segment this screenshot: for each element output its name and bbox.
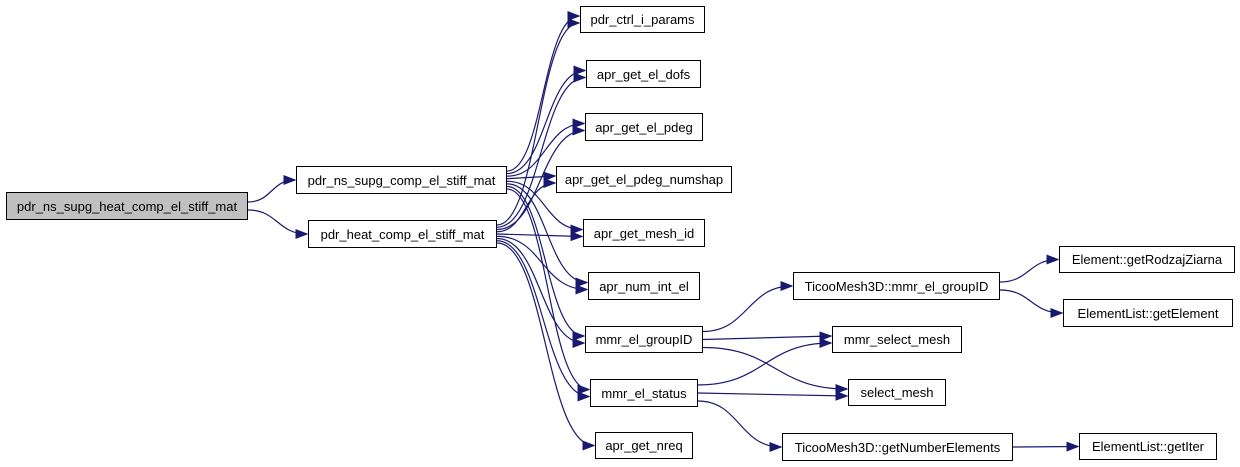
edge-pdr_heat_comp_el_stiff_mat-to-apr_get_mesh_id bbox=[496, 231, 584, 242]
edge-mmr_el_groupID-to-TicooMesh3D_mmr_el_groupID bbox=[702, 281, 794, 333]
node-label: ElementList::getElement bbox=[1077, 305, 1219, 321]
node-apr_get_nreq[interactable]: apr_get_nreq bbox=[595, 432, 693, 459]
edge-TicooMesh3D_mmr_el_groupID-to-Element_getRodzajZiarna bbox=[999, 254, 1060, 283]
node-apr_num_int_el[interactable]: apr_num_int_el bbox=[588, 272, 700, 300]
edge-pdr_ns_supg_comp_el_stiff_mat-to-apr_num_int_el bbox=[506, 183, 589, 288]
node-label: Element::getRodzajZiarna bbox=[1071, 252, 1223, 267]
node-label: select_mesh bbox=[860, 385, 934, 400]
edge-mmr_el_groupID-to-mmr_select_mesh bbox=[702, 331, 833, 342]
edge-pdr_heat_comp_el_stiff_mat-to-mmr_el_status bbox=[496, 240, 591, 402]
node-label: apr_get_el_pdeg bbox=[595, 119, 693, 135]
node-mmr_select_mesh[interactable]: mmr_select_mesh bbox=[832, 326, 962, 353]
node-pdr_ctrl_i_params[interactable]: pdr_ctrl_i_params bbox=[580, 6, 705, 33]
edge-mmr_el_groupID-to-select_mesh bbox=[702, 346, 849, 394]
node-select_mesh[interactable]: select_mesh bbox=[848, 379, 946, 406]
node-pdr_ns_supg_comp_el_stiff_mat[interactable]: pdr_ns_supg_comp_el_stiff_mat bbox=[296, 166, 507, 194]
node-label: TicooMesh3D::getNumberElements bbox=[794, 439, 1001, 455]
edge-pdr_heat_comp_el_stiff_mat-to-apr_get_nreq bbox=[496, 242, 596, 451]
edge-mmr_el_status-to-TicooMesh3D_getNumberElements bbox=[697, 400, 783, 452]
node-ElementList_getIter[interactable]: ElementList::getIter bbox=[1079, 433, 1217, 460]
edge-pdr_ns_supg_comp_el_stiff_mat-to-mmr_el_status bbox=[506, 188, 591, 395]
node-label: pdr_ns_supg_comp_el_stiff_mat bbox=[307, 172, 496, 188]
node-label: apr_num_int_el bbox=[599, 278, 689, 294]
node-label: mmr_select_mesh bbox=[843, 332, 951, 347]
edge-pdr_ns_supg_comp_el_stiff_mat-to-apr_get_el_pdeg_numshap bbox=[506, 171, 557, 182]
edges-group bbox=[247, 11, 1080, 452]
edge-pdr_ns_supg_comp_el_stiff_mat-to-apr_get_mesh_id bbox=[506, 180, 584, 235]
edge-TicooMesh3D_mmr_el_groupID-to-ElementList_getElement bbox=[999, 289, 1064, 318]
node-apr_get_mesh_id[interactable]: apr_get_mesh_id bbox=[583, 219, 705, 247]
node-label: pdr_ns_supg_heat_comp_el_stiff_mat bbox=[16, 198, 238, 214]
node-label: mmr_el_status bbox=[601, 385, 687, 401]
edge-pdr_heat_comp_el_stiff_mat-to-apr_get_el_pdeg_numshap bbox=[496, 178, 557, 233]
edge-pdr_heat_comp_el_stiff_mat-to-pdr_ctrl_i_params bbox=[496, 18, 581, 226]
node-label: apr_get_mesh_id bbox=[593, 225, 695, 241]
node-label: apr_get_el_dofs bbox=[596, 66, 691, 82]
node-mmr_el_status[interactable]: mmr_el_status bbox=[590, 379, 698, 407]
node-label: apr_get_nreq bbox=[605, 438, 683, 453]
node-label: pdr_heat_comp_el_stiff_mat bbox=[320, 226, 485, 242]
node-label: mmr_el_groupID bbox=[595, 332, 693, 347]
node-pdr_heat_comp_el_stiff_mat[interactable]: pdr_heat_comp_el_stiff_mat bbox=[308, 220, 497, 248]
node-mmr_el_groupID[interactable]: mmr_el_groupID bbox=[585, 326, 703, 353]
edge-pdr_heat_comp_el_stiff_mat-to-apr_num_int_el bbox=[496, 235, 589, 295]
edge-mmr_el_status-to-mmr_select_mesh bbox=[697, 338, 833, 386]
edge-pdr_heat_comp_el_stiff_mat-to-apr_get_el_dofs bbox=[496, 72, 587, 228]
node-label: ElementList::getIter bbox=[1092, 439, 1204, 454]
node-label: pdr_ctrl_i_params bbox=[590, 12, 695, 27]
node-ElementList_getElement[interactable]: ElementList::getElement bbox=[1063, 299, 1233, 327]
node-label: apr_get_el_pdeg_numshap bbox=[564, 172, 724, 187]
node-apr_get_el_dofs[interactable]: apr_get_el_dofs bbox=[586, 60, 701, 88]
edge-pdr_heat_comp_el_stiff_mat-to-mmr_el_groupID bbox=[496, 237, 586, 348]
edge-pdr_ns_supg_heat_comp_el_stiff_mat-to-pdr_ns_supg_comp_el_stiff_mat bbox=[247, 175, 297, 203]
edge-pdr_ns_supg_heat_comp_el_stiff_mat-to-pdr_heat_comp_el_stiff_mat bbox=[247, 209, 309, 239]
edge-pdr_ns_supg_comp_el_stiff_mat-to-pdr_ctrl_i_params bbox=[506, 11, 581, 172]
node-pdr_ns_supg_heat_comp_el_stiff_mat[interactable]: pdr_ns_supg_heat_comp_el_stiff_mat bbox=[6, 192, 248, 220]
edge-pdr_ns_supg_comp_el_stiff_mat-to-apr_get_el_pdeg bbox=[506, 118, 586, 177]
node-apr_get_el_pdeg_numshap[interactable]: apr_get_el_pdeg_numshap bbox=[556, 166, 732, 193]
node-TicooMesh3D_mmr_el_groupID[interactable]: TicooMesh3D::mmr_el_groupID bbox=[793, 272, 1000, 300]
edge-pdr_ns_supg_comp_el_stiff_mat-to-mmr_el_groupID bbox=[506, 185, 586, 341]
node-apr_get_el_pdeg[interactable]: apr_get_el_pdeg bbox=[585, 113, 703, 141]
edge-pdr_ns_supg_comp_el_stiff_mat-to-apr_get_el_dofs bbox=[506, 65, 587, 175]
node-TicooMesh3D_getNumberElements[interactable]: TicooMesh3D::getNumberElements bbox=[782, 433, 1013, 461]
edge-TicooMesh3D_getNumberElements-to-ElementList_getIter bbox=[1012, 441, 1080, 452]
node-label: TicooMesh3D::mmr_el_groupID bbox=[804, 278, 989, 294]
edge-pdr_heat_comp_el_stiff_mat-to-apr_get_el_pdeg bbox=[496, 125, 586, 231]
node-Element_getRodzajZiarna[interactable]: Element::getRodzajZiarna bbox=[1059, 246, 1235, 273]
edge-mmr_el_status-to-select_mesh bbox=[697, 390, 849, 401]
